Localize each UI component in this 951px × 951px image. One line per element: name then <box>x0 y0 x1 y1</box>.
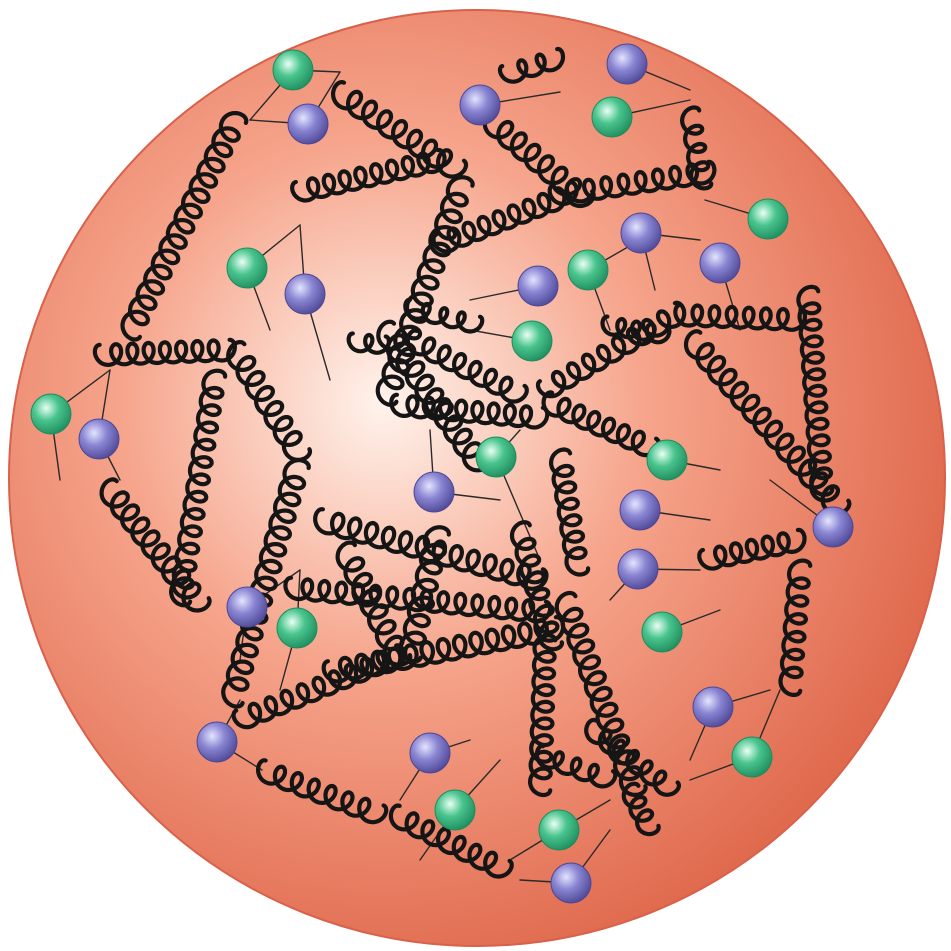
blue-quark <box>410 733 450 773</box>
blue-quark <box>700 243 740 283</box>
green-quark <box>476 437 516 477</box>
blue-quark <box>227 587 267 627</box>
green-quark <box>642 612 682 652</box>
green-quark <box>512 321 552 361</box>
blue-quark <box>518 266 558 306</box>
green-quark <box>592 97 632 137</box>
green-quark <box>732 737 772 777</box>
blue-quark <box>620 490 660 530</box>
green-quark <box>748 199 788 239</box>
blue-quark <box>414 472 454 512</box>
blue-quark <box>813 507 853 547</box>
green-quark <box>31 394 71 434</box>
blue-quark <box>460 85 500 125</box>
blue-quark <box>285 274 325 314</box>
green-quark <box>647 440 687 480</box>
blue-quark <box>288 104 328 144</box>
blue-quark <box>607 44 647 84</box>
blue-quark <box>197 722 237 762</box>
blue-quark <box>79 419 119 459</box>
blue-quark <box>551 863 591 903</box>
blue-quark <box>621 213 661 253</box>
green-quark <box>227 248 267 288</box>
green-quark <box>435 790 475 830</box>
blue-quark <box>693 687 733 727</box>
sphere-body <box>9 10 945 946</box>
green-quark <box>539 810 579 850</box>
blue-quark <box>618 549 658 589</box>
green-quark <box>273 50 313 90</box>
green-quark <box>568 250 608 290</box>
green-quark <box>277 608 317 648</box>
